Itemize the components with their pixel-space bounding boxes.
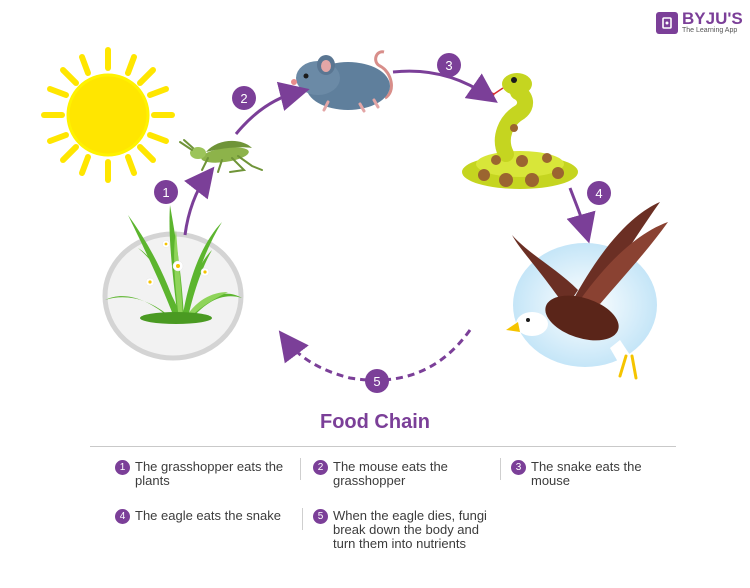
step-badge-2: 2 — [232, 86, 256, 110]
brand-tagline: The Learning App — [682, 27, 738, 34]
legend-separator — [300, 458, 301, 480]
legend-text: The snake eats the mouse — [531, 459, 642, 488]
title-divider — [90, 446, 676, 447]
legend-item-3: 3 The snake eats the mouse — [511, 460, 676, 488]
legend-item-5: 5 When the eagle dies, fungi break down … — [313, 509, 493, 551]
brand-logo: BYJU'S The Learning App — [656, 10, 743, 35]
legend-number: 3 — [511, 460, 526, 475]
legend-separator — [302, 508, 303, 530]
eagle-icon — [506, 202, 668, 380]
arrow-eagle-to-grass — [278, 329, 472, 382]
snake-icon — [462, 73, 578, 189]
arrow-grass-to-grasshopper — [183, 166, 215, 236]
brand-mark-icon — [656, 11, 678, 34]
legend-number: 1 — [115, 460, 130, 475]
legend-item-2: 2 The mouse eats the grasshopper — [313, 460, 493, 488]
arrow-snake-to-eagle — [566, 187, 596, 244]
arrow-mouse-to-snake — [392, 69, 498, 103]
grass-plant-icon — [102, 205, 244, 361]
legend-number: 5 — [313, 509, 328, 524]
legend-item-4: 4 The eagle eats the snake — [115, 509, 300, 524]
step-badge-5: 5 — [365, 369, 389, 393]
legend-item-1: 1 The grasshopper eats the plants — [115, 460, 295, 488]
step-badge-3: 3 — [437, 53, 461, 77]
brand-name: BYJU'S — [682, 9, 743, 28]
legend-text: When the eagle dies, fungi break down th… — [333, 508, 487, 551]
legend-text: The mouse eats the grasshopper — [333, 459, 448, 488]
step-badge-1: 1 — [154, 180, 178, 204]
grasshopper-icon — [179, 139, 263, 173]
legend-number: 4 — [115, 509, 130, 524]
sun-icon — [41, 47, 175, 183]
legend-separator — [500, 458, 501, 480]
diagram-title: Food Chain — [320, 411, 430, 433]
legend-text: The eagle eats the snake — [135, 508, 281, 523]
step-badge-4: 4 — [587, 181, 611, 205]
mouse-icon — [291, 50, 393, 113]
legend-number: 2 — [313, 460, 328, 475]
arrow-grasshopper-to-mouse — [234, 81, 310, 135]
legend-text: The grasshopper eats the plants — [135, 459, 284, 488]
